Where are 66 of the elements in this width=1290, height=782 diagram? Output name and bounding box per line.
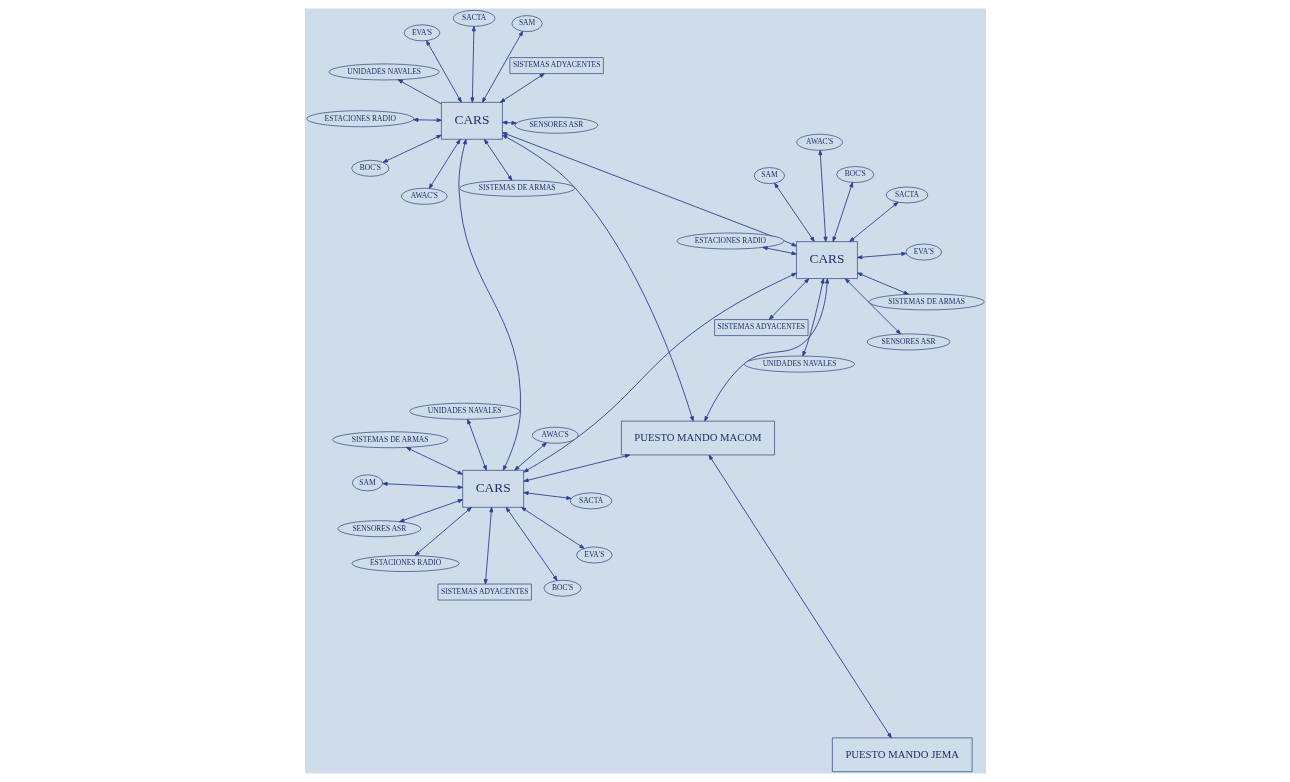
arrow xyxy=(522,454,630,483)
arrow xyxy=(466,418,487,471)
node-ellipse: SAM xyxy=(753,167,785,184)
node-ellipse: ESTACIONES RADIO xyxy=(351,555,460,572)
node-box: SISTEMAS ADYACENTES xyxy=(437,583,532,601)
arrow xyxy=(817,149,827,242)
arrow xyxy=(505,507,558,581)
node-ellipse: AWAC'S xyxy=(531,426,578,444)
node-box: CARS xyxy=(461,470,524,508)
arrow xyxy=(501,134,694,422)
node-ellipse: SACTA xyxy=(885,186,928,204)
node-ellipse: SENSORES ASR xyxy=(866,333,950,351)
node-ellipse: UNIDADES NAVALES xyxy=(328,63,440,81)
arrow xyxy=(522,491,572,500)
node-ellipse: BOC'S xyxy=(543,579,581,597)
arrow xyxy=(801,278,825,357)
arrow xyxy=(483,139,512,181)
node-ellipse: SENSORES ASR xyxy=(514,116,598,134)
arrow xyxy=(501,132,797,247)
arrow xyxy=(768,278,809,320)
node-ellipse: SISTEMAS DE ARMAS xyxy=(331,431,448,449)
node-box: SISTEMAS ADYACENTES xyxy=(713,319,808,336)
node-ellipse: BOC'S xyxy=(835,166,874,183)
arrow xyxy=(397,79,442,105)
arrow xyxy=(481,30,523,103)
arrow xyxy=(703,278,829,422)
arrow xyxy=(499,73,545,103)
node-box: CARS xyxy=(795,241,858,279)
node-box: CARS xyxy=(440,102,503,140)
arrow xyxy=(513,442,547,471)
arrow xyxy=(398,499,463,523)
arrow xyxy=(412,117,442,123)
arrow xyxy=(844,278,901,335)
arrow xyxy=(381,481,463,490)
arrow xyxy=(382,134,442,163)
arrow xyxy=(856,251,907,260)
node-ellipse: SAM xyxy=(511,15,543,32)
node-box: SISTEMAS ADYACENTES xyxy=(509,57,604,74)
node-ellipse: SACTA xyxy=(569,492,612,510)
node-ellipse: SISTEMAS DE ARMAS xyxy=(868,293,985,311)
node-ellipse: SISTEMAS DE ARMAS xyxy=(458,180,575,197)
arrow xyxy=(520,506,585,549)
node-ellipse: EVA'S xyxy=(905,243,942,261)
arrow xyxy=(457,139,521,471)
arrow xyxy=(414,506,472,556)
node-ellipse: ESTACIONES RADIO xyxy=(305,110,414,128)
node-ellipse: UNIDADES NAVALES xyxy=(408,402,520,420)
arrow xyxy=(848,201,898,243)
arrow xyxy=(522,272,797,473)
arrow xyxy=(425,40,462,103)
arrow xyxy=(405,447,463,475)
node-ellipse: SACTA xyxy=(452,10,495,27)
node-ellipse: EVA'S xyxy=(403,24,440,42)
node-ellipse: AWAC'S xyxy=(795,133,843,151)
node-ellipse: AWAC'S xyxy=(400,187,447,205)
arrow xyxy=(428,139,461,189)
arrow xyxy=(483,506,493,585)
arrow xyxy=(832,182,853,242)
node-ellipse: SAM xyxy=(351,474,383,492)
arrow xyxy=(761,246,797,256)
arrow xyxy=(708,454,892,739)
node-box: PUESTO MANDO JEMA xyxy=(831,737,972,772)
arrow xyxy=(469,25,476,103)
arrow xyxy=(856,272,909,295)
arrow xyxy=(773,182,815,242)
node-ellipse: UNIDADES NAVALES xyxy=(743,355,855,373)
